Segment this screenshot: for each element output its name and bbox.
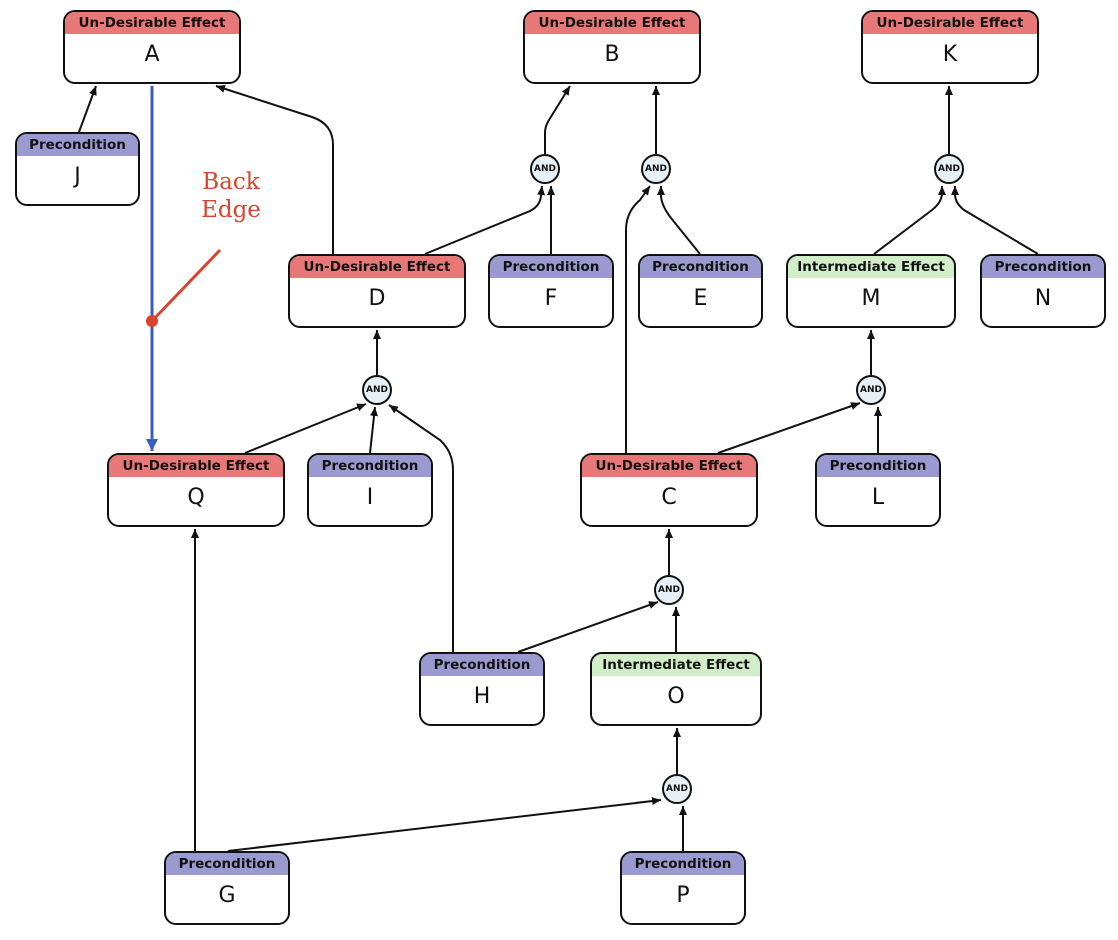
edge-i-to-and-d [369, 406, 379, 454]
edge-c-to-and-m [717, 402, 861, 454]
edge-g-to-and-o [227, 797, 662, 852]
node-b-type: Un-Desirable Effect [525, 12, 699, 34]
annotation-pointer-dot [146, 315, 158, 327]
edge-h-to-and-d [388, 404, 454, 652]
node-a-type: Un-Desirable Effect [65, 12, 239, 34]
and-gate-m: AND [856, 375, 886, 405]
node-b-label: B [604, 42, 620, 67]
node-f-label: F [544, 286, 558, 311]
node-g-type: Precondition [166, 853, 288, 875]
node-k-label: K [942, 42, 958, 67]
edge-d-to-a [215, 84, 334, 254]
node-h-type: Precondition [421, 654, 543, 676]
node-c-label: C [661, 485, 677, 510]
and-gate-o: AND [662, 774, 692, 804]
and-gate-b2: AND [641, 154, 671, 184]
node-l-label: L [871, 485, 885, 510]
node-p-type: Precondition [622, 853, 744, 875]
edge-e-to-and-b2 [657, 186, 701, 255]
edge-q-to-and-d [244, 403, 367, 454]
edge-n-to-and-k [951, 186, 1039, 255]
node-q-type: Un-Desirable Effect [109, 455, 283, 477]
and-gate-k: AND [934, 154, 964, 184]
node-k-type: Un-Desirable Effect [863, 12, 1037, 34]
node-o-type: Intermediate Effect [592, 654, 760, 676]
edge-and-b-to-b [544, 85, 571, 154]
node-p-label: P [676, 883, 690, 908]
node-h-label: H [473, 684, 491, 709]
node-i-type: Precondition [309, 455, 431, 477]
and-gate-b: AND [530, 154, 560, 184]
node-d-type: Un-Desirable Effect [290, 256, 464, 278]
node-n-label: N [1034, 286, 1052, 311]
node-m-type: Intermediate Effect [788, 256, 954, 278]
node-q-label: Q [187, 485, 205, 510]
node-c-type: Un-Desirable Effect [582, 455, 756, 477]
annotation-pointer-line [150, 248, 222, 323]
node-i-label: I [366, 485, 374, 510]
edge-d-to-and-b [424, 185, 546, 255]
edge-h-to-and-c [517, 601, 659, 653]
node-d-label: D [368, 286, 386, 311]
node-e-label: E [693, 286, 708, 311]
node-o-label: O [667, 684, 685, 709]
node-l-type: Precondition [817, 455, 939, 477]
edge-c-to-and-b2 [625, 185, 651, 453]
node-m-label: M [861, 286, 881, 311]
node-j-type: Precondition [17, 134, 138, 156]
node-n-type: Precondition [982, 256, 1104, 278]
edge-m-to-and-k [873, 186, 946, 255]
edge-j-to-a [78, 85, 97, 133]
node-a-label: A [144, 42, 160, 67]
and-gate-d: AND [362, 375, 392, 405]
node-g-label: G [218, 883, 236, 908]
node-e-type: Precondition [640, 256, 761, 278]
annotation-line-2: Edge [201, 197, 261, 223]
and-gate-c: AND [654, 575, 684, 605]
annotation-line-1: Back [202, 169, 260, 195]
back-edge-annotation: Back Edge [195, 168, 267, 224]
node-j-label: J [74, 164, 81, 189]
node-f-type: Precondition [490, 256, 612, 278]
